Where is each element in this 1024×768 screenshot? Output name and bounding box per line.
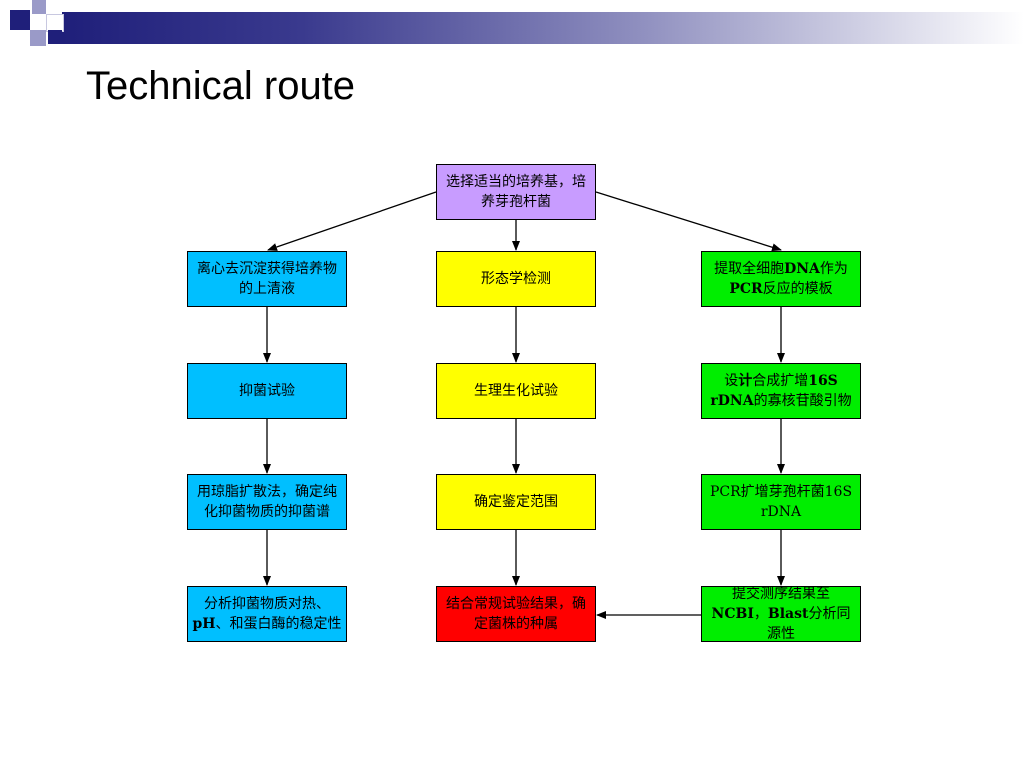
flow-box-label: 提交测序结果至 NCBI，Blast分析同源性 [706,586,856,642]
header-gradient-bar [62,12,1024,44]
flow-box-label: 结合常规试验结果，确定菌株的种属 [446,596,586,632]
header-square-dark [48,30,62,44]
flow-box-label: 形态学检测 [481,271,551,287]
flow-box-stability-analysis: 分析抑菌物质对热、 pH、和蛋白酶的稳定性 [187,586,347,642]
flow-box-label: 选择适当的培养基，培养芽孢杆菌 [446,174,586,210]
label-part-bold: NCBI [711,606,754,622]
flow-box-sequencing-blast: 提交测序结果至 NCBI，Blast分析同源性 [701,586,861,642]
label-part: 的寡核苷酸引物 [753,393,852,409]
label-part: 分析抑菌物质对热、 [204,596,330,612]
label-part: 分析同源性 [767,606,851,642]
flow-box-label: 确定鉴定范围 [474,494,558,510]
label-part: ， [753,606,768,622]
arrow-top-to-right [595,191,782,252]
flow-box-inhibition-test: 抑菌试验 [187,363,347,419]
page-title: Technical route [86,64,356,108]
flow-box-dna-extraction: 提取全细胞DNA作为 PCR反应的模板 [701,251,861,307]
flow-box-label: PCR扩增芽孢杆菌16S rDNA [709,484,853,520]
label-part-bold: Blast [767,606,809,622]
flow-box-label: 生理生化试验 [474,383,558,399]
flow-box-identification-range: 确定鉴定范围 [436,474,596,530]
flow-box-centrifuge: 离心去沉淀获得培养物的上清液 [187,251,347,307]
label-part: 、和蛋白酶的稳定性 [215,616,342,632]
flow-box-physiology-biochem: 生理生化试验 [436,363,596,419]
arrow-top-to-left [267,191,437,251]
flow-box-label: 离心去沉淀获得培养物的上清液 [197,261,337,297]
flow-box-label: 用琼脂扩散法，确定纯化抑菌物质的抑菌谱 [197,484,337,520]
flow-box-select-medium: 选择适当的培养基，培养芽孢杆菌 [436,164,596,220]
flow-box-label: 分析抑菌物质对热、 pH、和蛋白酶的稳定性 [192,594,342,634]
label-part: 设 [724,373,739,389]
label-part-bold: PCR [729,281,763,297]
label-part: 作为 [819,261,848,277]
label-part-bold: DNA [784,261,820,277]
label-part: 提交测序结果至 [732,586,830,602]
flow-box-species-determination: 结合常规试验结果，确定菌株的种属 [436,586,596,642]
flow-box-label: 抑菌试验 [239,383,295,399]
header-square-dark [10,10,30,30]
header-square-light [32,0,46,14]
flow-box-agar-diffusion: 用琼脂扩散法，确定纯化抑菌物质的抑菌谱 [187,474,347,530]
label-part: 反应的模板 [762,281,833,297]
label-part: 提取全细胞 [714,261,785,277]
flow-box-pcr-amplification: PCR扩增芽孢杆菌16S rDNA [701,474,861,530]
flow-box-morphology: 形态学检测 [436,251,596,307]
label-part: 合成扩增 [752,373,809,389]
label-part-bold: 16S rDNA [710,373,838,409]
flow-box-primer-design: 设计合成扩增16S rDNA的寡核苷酸引物 [701,363,861,419]
header-square-light [30,30,46,46]
label-part-bold: 计 [738,373,753,389]
flow-box-label: 提取全细胞DNA作为 PCR反应的模板 [706,259,856,299]
flow-box-label: 设计合成扩增16S rDNA的寡核苷酸引物 [706,371,856,411]
label-part-bold: pH [192,616,216,632]
